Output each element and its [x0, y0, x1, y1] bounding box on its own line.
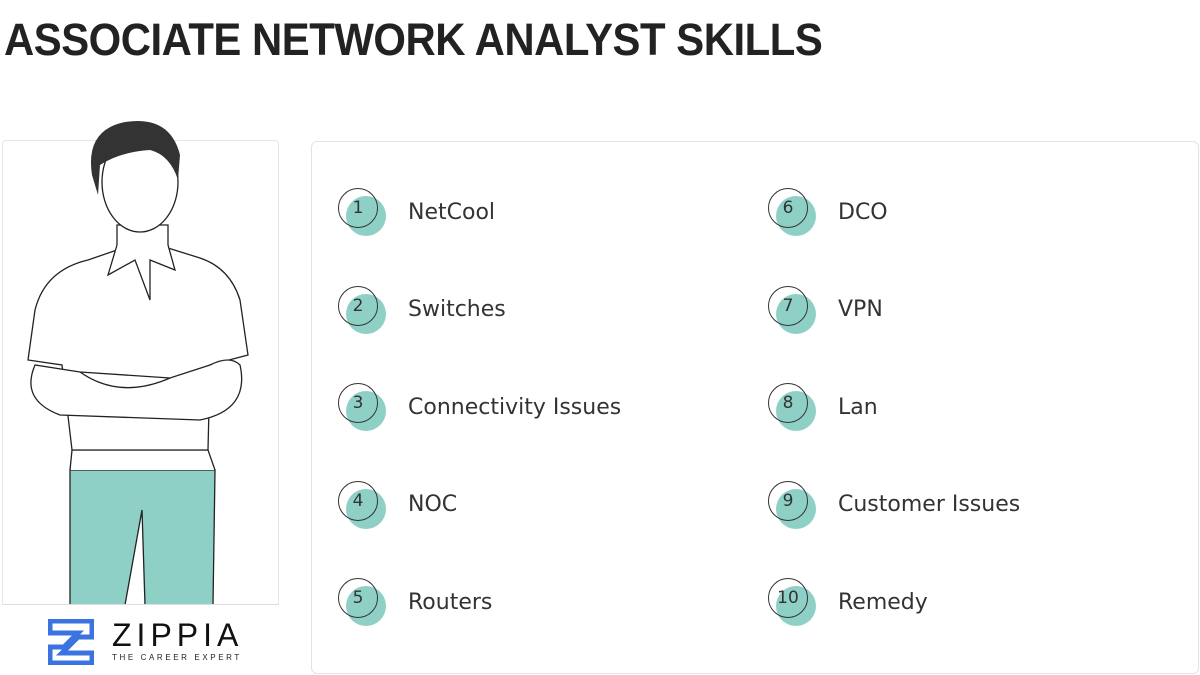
number-badge: 8 — [768, 383, 820, 431]
number-badge: 10 — [768, 578, 820, 626]
skill-label: Switches — [408, 297, 506, 322]
skill-label: Remedy — [838, 589, 928, 615]
skill-label: Lan — [838, 394, 878, 420]
zippia-z-icon — [48, 619, 94, 665]
skill-number: 5 — [338, 578, 378, 618]
skill-label: Customer Issues — [838, 492, 1021, 517]
skill-label: Connectivity Issues — [408, 394, 622, 420]
number-badge: 1 — [338, 188, 390, 236]
skill-label: NOC — [408, 492, 458, 517]
number-badge: 7 — [768, 285, 820, 334]
skill-number: 6 — [768, 188, 808, 228]
skill-item: 2 Switches — [338, 285, 506, 334]
skill-label: VPN — [838, 297, 883, 322]
skill-number: 4 — [338, 480, 378, 521]
skill-label: NetCool — [408, 199, 496, 225]
number-badge: 4 — [338, 480, 390, 529]
skill-number: 2 — [338, 285, 378, 326]
page-title: ASSOCIATE NETWORK ANALYST SKILLS — [4, 14, 823, 65]
person-illustration — [27, 120, 249, 606]
logo-tagline: THE CAREER EXPERT — [112, 653, 242, 662]
skill-item: 8 Lan — [768, 383, 878, 431]
logo-name: ZIPPIA — [112, 617, 244, 653]
skill-item: 1 NetCool — [338, 188, 495, 236]
skill-number: 3 — [338, 383, 378, 423]
zippia-logo: ZIPPIA THE CAREER EXPERT — [2, 604, 279, 673]
number-badge: 5 — [338, 578, 390, 626]
skill-number: 8 — [768, 383, 808, 423]
number-badge: 2 — [338, 285, 390, 334]
skill-number: 9 — [768, 480, 808, 521]
skill-item: 6 DCO — [768, 188, 888, 236]
skills-card — [311, 141, 1199, 674]
skill-label: DCO — [838, 199, 888, 225]
skill-item: 3 Connectivity Issues — [338, 383, 621, 431]
skill-item: 7 VPN — [768, 285, 883, 334]
skill-item: 9 Customer Issues — [768, 480, 1021, 529]
skill-item: 5 Routers — [338, 578, 492, 626]
skill-number: 7 — [768, 285, 808, 326]
skill-item: 10 Remedy — [768, 578, 928, 626]
skill-number: 1 — [338, 188, 378, 228]
number-badge: 9 — [768, 480, 820, 529]
number-badge: 6 — [768, 188, 820, 236]
skill-item: 4 NOC — [338, 480, 458, 529]
number-badge: 3 — [338, 383, 390, 431]
skill-number: 10 — [768, 578, 808, 618]
skill-label: Routers — [408, 589, 493, 615]
